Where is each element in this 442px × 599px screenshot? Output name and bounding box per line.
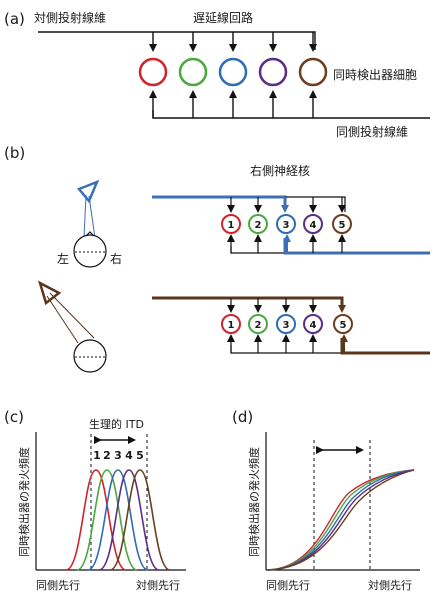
curve-number-5: 5 [136, 449, 144, 462]
physiological-itd-label: 生理的 ITD [89, 417, 144, 431]
detector-row2 [221, 314, 353, 334]
coincidence-detectors-label: 同時検出器細胞 [333, 68, 417, 82]
delay-lines-label: 遅延線回路 [193, 10, 253, 25]
panel-d: (d) 同時検出器の発火頻度 同側先行 対側先行 [232, 408, 420, 592]
sigmoid-curve-3 [267, 469, 415, 571]
row2-detector-3 [276, 314, 296, 334]
tuning-curve-1 [65, 469, 127, 571]
detector-cell-3 [218, 57, 248, 87]
sigmoid-curve-4 [267, 469, 415, 571]
panel-d-y-label: 同時検出器の発火頻度 [247, 447, 261, 557]
row1-detector-number-3: 3 [283, 220, 290, 231]
head-front-icon [73, 231, 107, 268]
sigmoid-curve-5 [267, 469, 415, 571]
ipsilateral-fiber-line [152, 110, 430, 119]
contralateral-fiber-label: 対側投射線維 [34, 10, 106, 25]
curve-number-3: 3 [114, 449, 122, 462]
curve-number-4: 4 [125, 449, 133, 462]
row1-detector-number-1: 1 [228, 220, 235, 231]
panel-c: (c) 同時検出器の発火頻度 同側先行 対側先行 生理的 ITD 1 2 3 4… [4, 408, 186, 592]
sound-source-left-icon [37, 280, 62, 306]
sound-path-front [83, 194, 96, 239]
contralateral-path-row1 [152, 195, 287, 210]
tuning-curve-3 [87, 469, 149, 571]
panel-b: (b) 右側神経核 左 右 [4, 144, 430, 373]
panel-d-boundaries [313, 440, 371, 570]
panel-c-x-label-right: 対側先行 [136, 578, 180, 592]
panel-c-y-label: 同時検出器の発火頻度 [17, 447, 31, 557]
row2-detector-5 [333, 314, 353, 334]
detector-cell-2 [178, 57, 208, 87]
ipsilateral-path-row2-active [340, 338, 430, 355]
tuning-curves [65, 469, 171, 571]
coincidence-detector-cells [138, 57, 328, 87]
tuning-curve-2 [76, 469, 138, 571]
contralateral-path-row1-rest [285, 196, 346, 212]
detector-cell-1 [138, 57, 168, 87]
panel-d-x-label-right: 対側先行 [368, 578, 412, 592]
panel-d-x-label-left: 同側先行 [266, 579, 310, 592]
row2-detector-number-4: 4 [310, 320, 317, 331]
nucleus-network-row1: 1 2 3 4 5 [152, 195, 430, 255]
row1-detector-number-2: 2 [255, 220, 262, 231]
row2-detector-number-3: 3 [283, 320, 290, 331]
row2-detector-number-2: 2 [255, 320, 262, 331]
row1-detector-number-5: 5 [339, 220, 346, 231]
curve-number-2: 2 [103, 449, 111, 462]
row2-detector-1 [221, 314, 241, 334]
panel-c-label: (c) [4, 408, 24, 426]
curve-number-1: 1 [93, 449, 101, 462]
row2-detector-2 [248, 314, 268, 334]
row1-detector-number-4: 4 [310, 220, 317, 231]
right-ear-label: 右 [110, 251, 122, 266]
row2-detector-number-1: 1 [228, 320, 235, 331]
nucleus-network-row2: 1 2 3 4 5 [152, 296, 430, 355]
head-left-icon [73, 339, 107, 373]
detector-cell-5 [298, 57, 328, 87]
left-ear-label: 左 [57, 251, 69, 266]
row1-detector-1 [221, 214, 241, 234]
sigmoid-curves [267, 469, 415, 571]
ipsilateral-path-row1-active [283, 238, 430, 255]
row2-detector-4 [303, 314, 323, 334]
tuning-curve-5 [109, 469, 171, 571]
row1-detector-4 [303, 214, 323, 234]
right-nucleus-label: 右側神経核 [250, 163, 310, 178]
sound-path-left [46, 292, 95, 344]
panel-c-x-label-left: 同側先行 [36, 579, 80, 592]
detector-cell-4 [258, 57, 288, 87]
row1-detector-3 [276, 214, 296, 234]
panel-b-label: (b) [4, 144, 25, 162]
sound-source-front-icon [76, 179, 100, 204]
bottom-input-branches [149, 90, 317, 118]
row1-detector-5 [332, 214, 352, 234]
detector-row1 [221, 214, 352, 234]
panel-a-label: (a) [4, 10, 25, 28]
top-input-branches [149, 32, 317, 52]
row2-detector-number-5: 5 [340, 320, 347, 331]
ipsilateral-fiber-label: 同側投射線維 [336, 124, 408, 139]
itd-boundaries [90, 434, 148, 570]
panel-a: (a) 対側投射線維 遅延線回路 同時検出器細胞 同側投射線維 [4, 10, 430, 139]
panel-d-label: (d) [232, 408, 253, 426]
tuning-curve-4 [98, 469, 160, 571]
row1-detector-2 [248, 214, 268, 234]
